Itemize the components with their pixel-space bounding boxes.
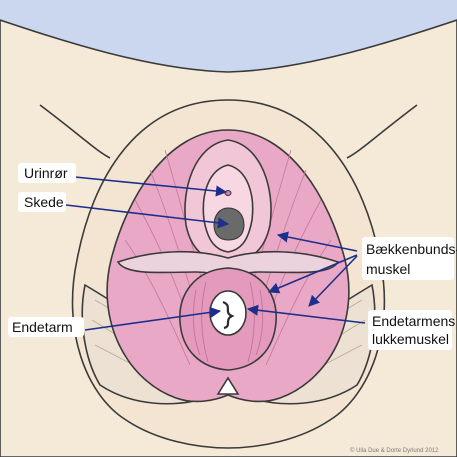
vaginal-opening	[214, 208, 244, 240]
label-endetarmens-line2: lukkemuskel	[372, 331, 449, 347]
copyright-credit: © Ulla Due & Dorte Dyrlund 2012	[350, 447, 439, 454]
label-endetarm: Endetarm	[12, 319, 73, 335]
label-skede: Skede	[24, 194, 64, 210]
label-urinror: Urinrør	[24, 165, 68, 181]
label-endetarmens-line1: Endetarmens	[372, 313, 455, 329]
label-bakkenbund-line1: Bækkenbunds-	[366, 241, 457, 257]
label-bakkenbund-line2: muskel	[366, 261, 410, 277]
